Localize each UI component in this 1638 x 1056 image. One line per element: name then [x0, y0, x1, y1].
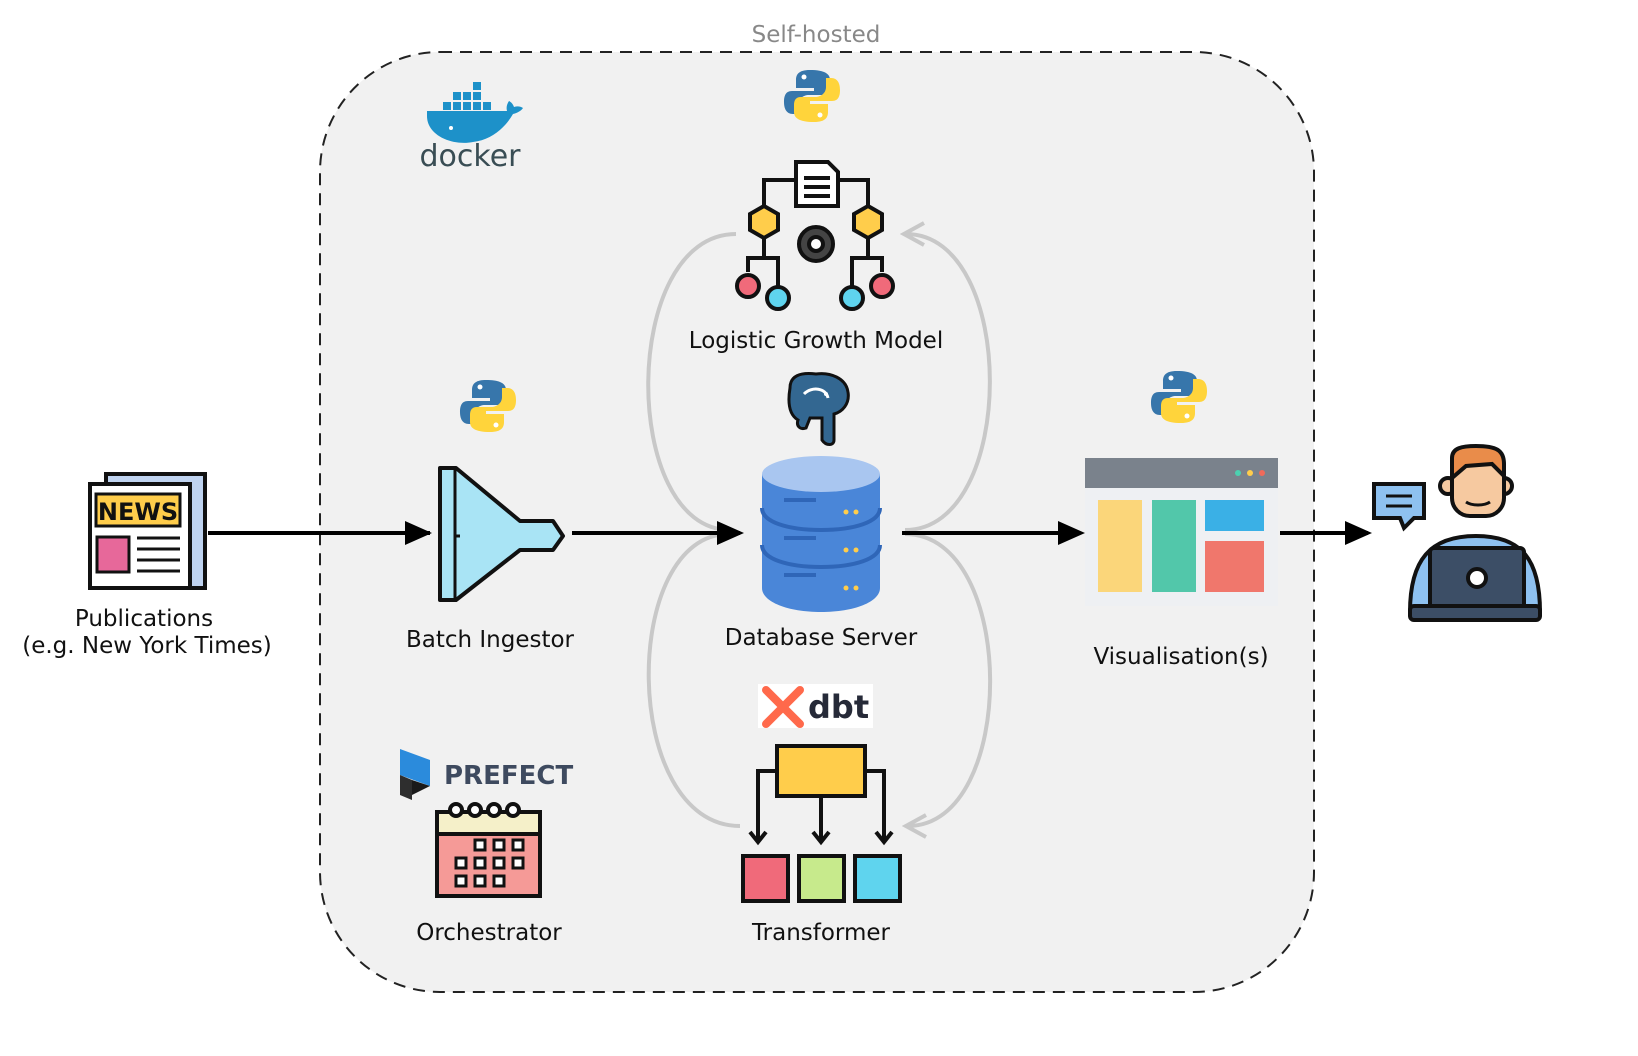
transform-tree-icon: [741, 744, 902, 903]
arrowhead-visualisation-to-user: [1345, 521, 1372, 545]
publications-label-line1: Publications: [75, 606, 213, 632]
visualisation-label: Visualisation(s): [1093, 644, 1268, 670]
logistic-model-label: Logistic Growth Model: [689, 328, 943, 354]
batch-ingestor-label: Batch Ingestor: [406, 627, 575, 653]
postgresql-elephant-icon: [787, 372, 850, 446]
orchestrator-label: Orchestrator: [416, 920, 562, 946]
funnel-icon: [438, 466, 565, 602]
prefect-mark-icon: [400, 749, 430, 800]
self-hosted-label: Self-hosted: [752, 22, 881, 48]
publications-label-line2: (e.g. New York Times): [22, 633, 272, 659]
transformer-label: Transformer: [751, 920, 891, 946]
database-cylinder-icon: [760, 456, 882, 612]
news-badge-text: NEWS: [98, 498, 178, 526]
model-flowchart-icon: [735, 160, 895, 311]
feedback-arrow-db-to-transformer: [905, 532, 993, 826]
docker-wordmark: docker: [420, 139, 522, 174]
user-with-laptop-icon: [1372, 443, 1543, 622]
docker-logo: docker: [420, 82, 523, 174]
feedback-arrow-model-to-db: [646, 232, 737, 532]
arrowhead-publications-to-ingestor: [405, 521, 432, 545]
docker-whale-icon: [427, 82, 523, 143]
calendar-icon: [435, 802, 542, 898]
dbt-wordmark: dbt: [808, 688, 869, 726]
arrowhead-ingestor-to-database: [717, 521, 744, 545]
prefect-wordmark: PREFECT: [444, 761, 573, 791]
newspaper-icon: NEWS: [88, 472, 207, 590]
dashboard-window-icon: [1085, 458, 1278, 606]
dbt-x-icon: [762, 686, 804, 728]
database-server-label: Database Server: [725, 625, 918, 651]
prefect-logo: PREFECT: [400, 749, 573, 800]
feedback-arrow-transformer-to-db: [646, 531, 741, 828]
feedback-arrow-db-to-model: [905, 234, 992, 532]
arrowhead-database-to-visualisation: [1058, 521, 1085, 545]
dbt-logo: dbt: [758, 684, 873, 728]
